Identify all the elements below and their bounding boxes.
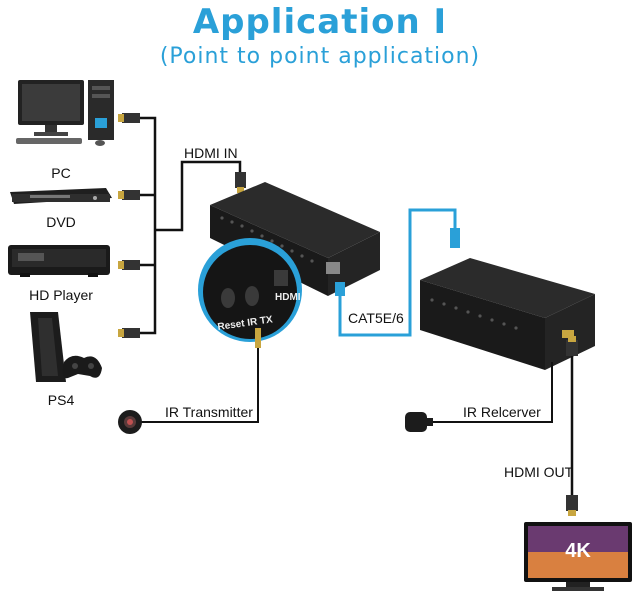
tv-icon: 4K (524, 522, 632, 591)
source-hdmi-plugs (118, 113, 140, 338)
source-cables (140, 116, 242, 335)
ir-transmitter-icon (118, 410, 142, 434)
page-title: Application I (192, 2, 448, 42)
source-label-dvd: DVD (46, 214, 76, 230)
ps4-console-icon (30, 312, 102, 382)
source-label-pc: PC (51, 165, 71, 181)
transmitter-zoom-detail: Reset IR TX HDMI (198, 238, 302, 342)
ir-receiver-cable (430, 362, 553, 423)
hd-player-icon (8, 245, 110, 277)
rj45-plugs (335, 228, 460, 296)
network-cable (338, 208, 457, 337)
tv-4k-badge: 4K (565, 540, 591, 562)
zoom-hdmi-label: HDMI (275, 292, 301, 303)
hdmi-out-label: HDMI OUT (504, 464, 574, 480)
ir-receiver-label: IR Relcerver (463, 404, 541, 420)
ir-transmitter-label: IR Transmitter (165, 404, 253, 420)
dvd-player-icon (10, 188, 112, 204)
hdmi-in-plug (235, 172, 246, 193)
pc-icon (16, 80, 114, 146)
page-subtitle: (Point to point application) (159, 44, 481, 69)
cat-cable-label: CAT5E/6 (348, 310, 404, 326)
ir-receiver-icon (405, 412, 433, 432)
source-label-hd-player: HD Player (29, 287, 93, 303)
ir-transmitter-cable (140, 345, 259, 423)
source-label-ps4: PS4 (47, 392, 75, 408)
ir-tx-jack (255, 328, 261, 348)
hdmi-in-label: HDMI IN (184, 145, 238, 161)
receiver-device (420, 258, 595, 370)
hdmi-out-plugs (566, 336, 578, 516)
